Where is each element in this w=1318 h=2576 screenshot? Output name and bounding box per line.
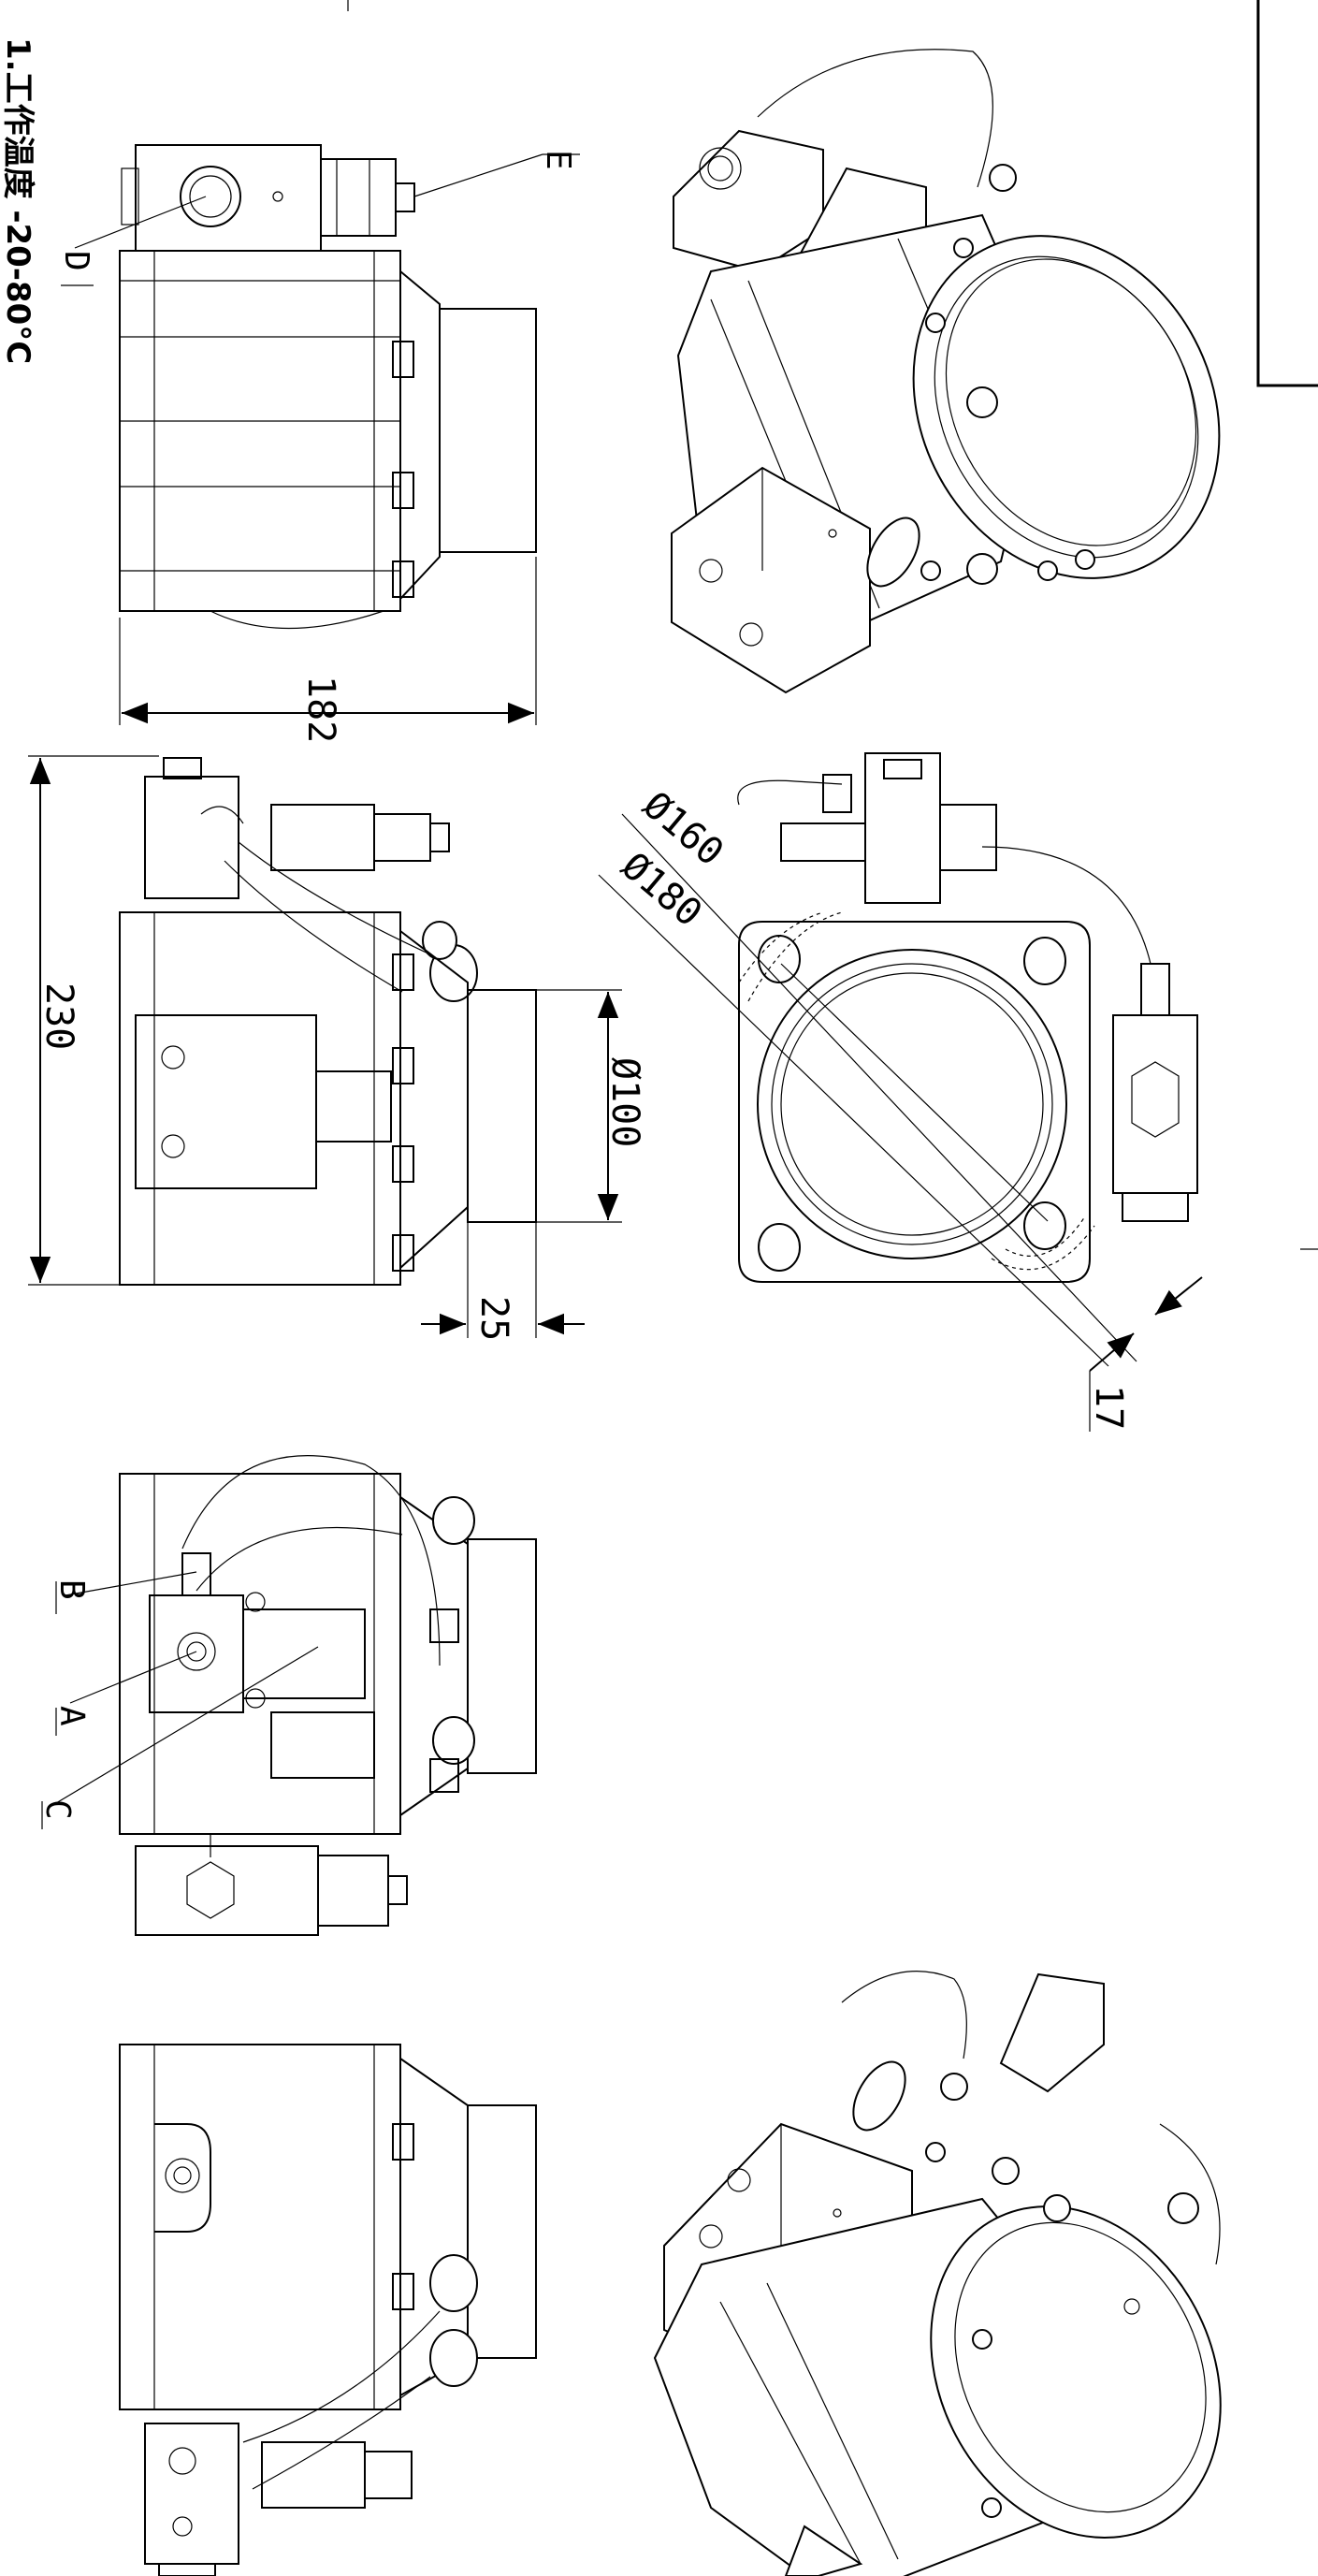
dim-bolt-circle: Ø160 Ø180 bbox=[598, 783, 1137, 1367]
svg-text:D: D bbox=[57, 251, 95, 271]
front-view bbox=[119, 757, 537, 1286]
dim-outlet-diameter-100: Ø100 bbox=[536, 989, 646, 1223]
end-view bbox=[737, 752, 1198, 1283]
svg-text:E: E bbox=[539, 150, 577, 170]
svg-text:C: C bbox=[38, 1799, 77, 1820]
callout-e: E bbox=[413, 150, 580, 197]
side-view-bottom bbox=[119, 2044, 537, 2576]
callout-d: D bbox=[57, 196, 207, 286]
svg-text:182: 182 bbox=[299, 676, 342, 743]
operating-temp-note: 1.工作温度 -20-80°C bbox=[0, 37, 36, 364]
side-view-top bbox=[119, 144, 537, 630]
svg-text:17: 17 bbox=[1087, 1385, 1130, 1430]
callout-a: A bbox=[52, 1651, 197, 1736]
callout-b: B bbox=[52, 1571, 197, 1614]
dim-spigot-25: 25 bbox=[421, 1222, 585, 1341]
isometric-view-bottom bbox=[653, 1971, 1222, 2576]
title-block-frame bbox=[347, 0, 1318, 1250]
dim-height-182: 182 bbox=[119, 557, 537, 743]
dim-bolt-hole-17: 17 bbox=[1087, 1276, 1203, 1432]
svg-text:A: A bbox=[52, 1706, 91, 1726]
svg-text:Ø100: Ø100 bbox=[603, 1057, 646, 1147]
callout-c: C bbox=[38, 1646, 319, 1829]
svg-text:25: 25 bbox=[472, 1296, 515, 1341]
svg-text:230: 230 bbox=[37, 982, 80, 1050]
isometric-view-top bbox=[671, 49, 1221, 694]
dim-width-230: 230 bbox=[28, 755, 159, 1286]
side-view-lower bbox=[119, 1454, 537, 1936]
svg-text:B: B bbox=[52, 1579, 91, 1600]
